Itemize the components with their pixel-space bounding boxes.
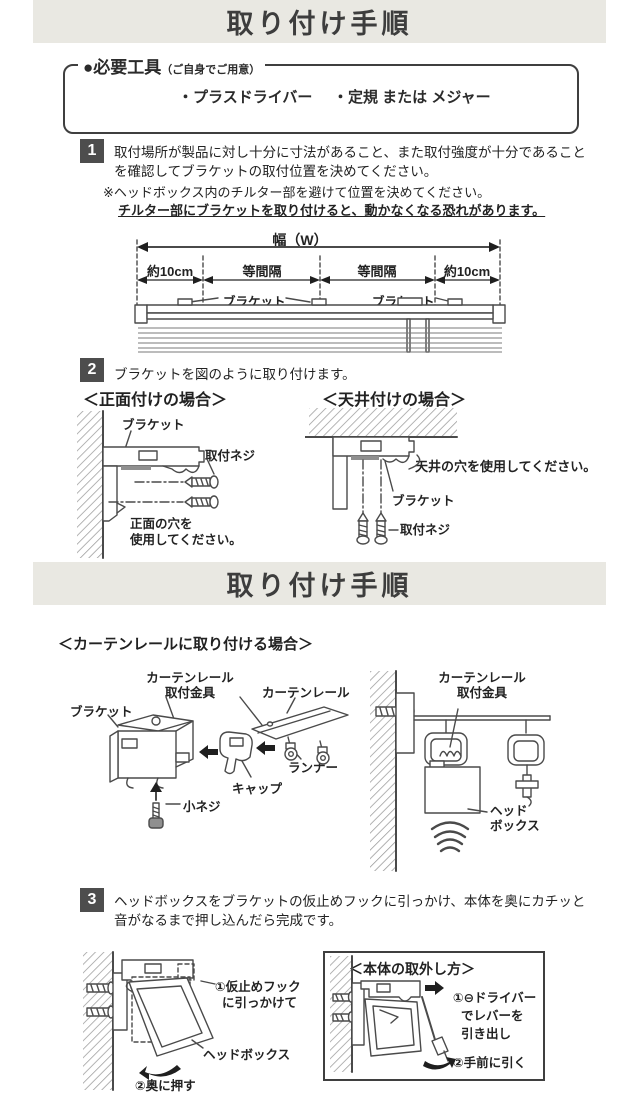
rail-fitting-label-line1: カーテンレール (146, 671, 234, 685)
headbox-label: ヘッドボックス (203, 1048, 291, 1062)
rail2-fitting-label-line2: 取付金具 (456, 686, 507, 700)
ceiling-mount-art (305, 408, 458, 545)
rail-label: カーテンレール (262, 686, 350, 700)
front-mount-heading: ＜正面付けの場合＞ (83, 392, 228, 409)
hook-label-line1: ①仮止めフック (215, 980, 301, 994)
ceiling-screw-label: 取付ネジ (400, 523, 451, 537)
tool-item-ruler: ・定規 または メジャー (333, 89, 491, 106)
removal-heading: ＜本体の取外し方＞ (349, 961, 475, 977)
cap-label: キャップ (232, 782, 283, 796)
removal-art (330, 955, 456, 1073)
rail2-fitting-label-line1: カーテンレール (438, 671, 526, 685)
required-tools-label: ●必要工具（ご自身でご用意） (78, 53, 266, 78)
removal-box: ＜本体の取外し方＞ ①⊖ドライバー でレバーを 引き出し ②手前に引く (323, 951, 545, 1081)
removal-step1-line2: でレバーを (461, 1009, 524, 1023)
front-screw-label: 取付ネジ (205, 449, 256, 463)
segment-arrows (137, 276, 500, 284)
step3-line2: 音がなるまで押し込んだら完成です。 (114, 913, 343, 928)
page-title-2: 取り付け手順 (226, 571, 413, 601)
rail-left-art (107, 696, 349, 829)
width-label: 幅（W） (272, 232, 328, 248)
segment-label-3: 等間隔 (357, 264, 397, 279)
segment-label-4: 約10cm (443, 264, 491, 279)
removal-step1-line1: ①⊖ドライバー (453, 991, 537, 1005)
front-note-line1: 正面の穴を (130, 517, 193, 531)
rail-bracket-art (109, 714, 194, 789)
small-screw-label: 小ネジ (183, 800, 221, 814)
front-bracket-label: ブラケット (122, 418, 185, 432)
step2-text: ブラケットを図のように取り付けます。 (114, 367, 356, 382)
push-label: ②奥に押す (135, 1079, 196, 1093)
step1-line2: を確認してブラケットの取付位置を決めてください。 (114, 164, 438, 179)
step1-note1: ※ヘッドボックス内のチルター部を避けて位置を決めてください。 (103, 185, 491, 200)
front-note-line2: 使用してください。 (130, 533, 242, 547)
step1-note2: チルター部にブラケットを取り付けると、動かなくなる恐れがあります。 (118, 203, 546, 218)
required-tools-note: （ご自身でご用意） (161, 64, 261, 76)
ceiling-note-label: 天井の穴を使用してください。 (415, 459, 597, 474)
width-diagram-art (134, 239, 506, 353)
rail-art (251, 706, 349, 765)
removal-step2-label: ②手前に引く (453, 1056, 527, 1070)
ceiling-bracket-label: ブラケット (392, 494, 455, 508)
slats-art (138, 327, 502, 353)
header-band-2: 取り付け手順 (33, 562, 606, 605)
page-title-1: 取り付け手順 (226, 9, 413, 39)
segment-label-1: 約10cm (146, 264, 194, 279)
step1-number: 1 (80, 139, 104, 163)
header-band-1: 取り付け手順 (33, 0, 606, 43)
tool-item-driver: ・プラスドライバー (178, 89, 313, 106)
rail-section-heading: ＜カーテンレールに取り付ける場合＞ (58, 636, 314, 653)
step3-left-art (83, 951, 216, 1091)
runner-label: ランナー (288, 761, 339, 775)
segment-label-2: 等間隔 (242, 264, 282, 279)
step2-number: 2 (80, 358, 104, 382)
required-tools-box (63, 64, 579, 134)
rail-fitting-label-line2: 取付金具 (164, 686, 215, 700)
ceiling-mount-heading: ＜天井付けの場合＞ (322, 392, 467, 409)
headbox-art (134, 297, 506, 353)
rail-bracket-label: ブラケット (70, 705, 133, 719)
hook-label-line2: に引っかけて (222, 996, 298, 1010)
front-mount-art (77, 410, 219, 559)
headbox-label-line1: ヘッド (490, 804, 528, 818)
required-tools-title: ●必要工具 (83, 58, 162, 77)
removal-step1-line3: 引き出し (461, 1027, 512, 1041)
step3-line1: ヘッドボックスをブラケットの仮止めフックに引っかけ、本体を奥にカチッと (114, 894, 586, 909)
step3-number: 3 (80, 888, 104, 912)
rail-right-art (370, 670, 551, 872)
cap-art (199, 731, 253, 775)
headbox-label-line2: ボックス (490, 819, 540, 833)
step1-line1: 取付場所が製品に対し十分に寸法があること、また取付強度が十分であること (114, 145, 586, 160)
